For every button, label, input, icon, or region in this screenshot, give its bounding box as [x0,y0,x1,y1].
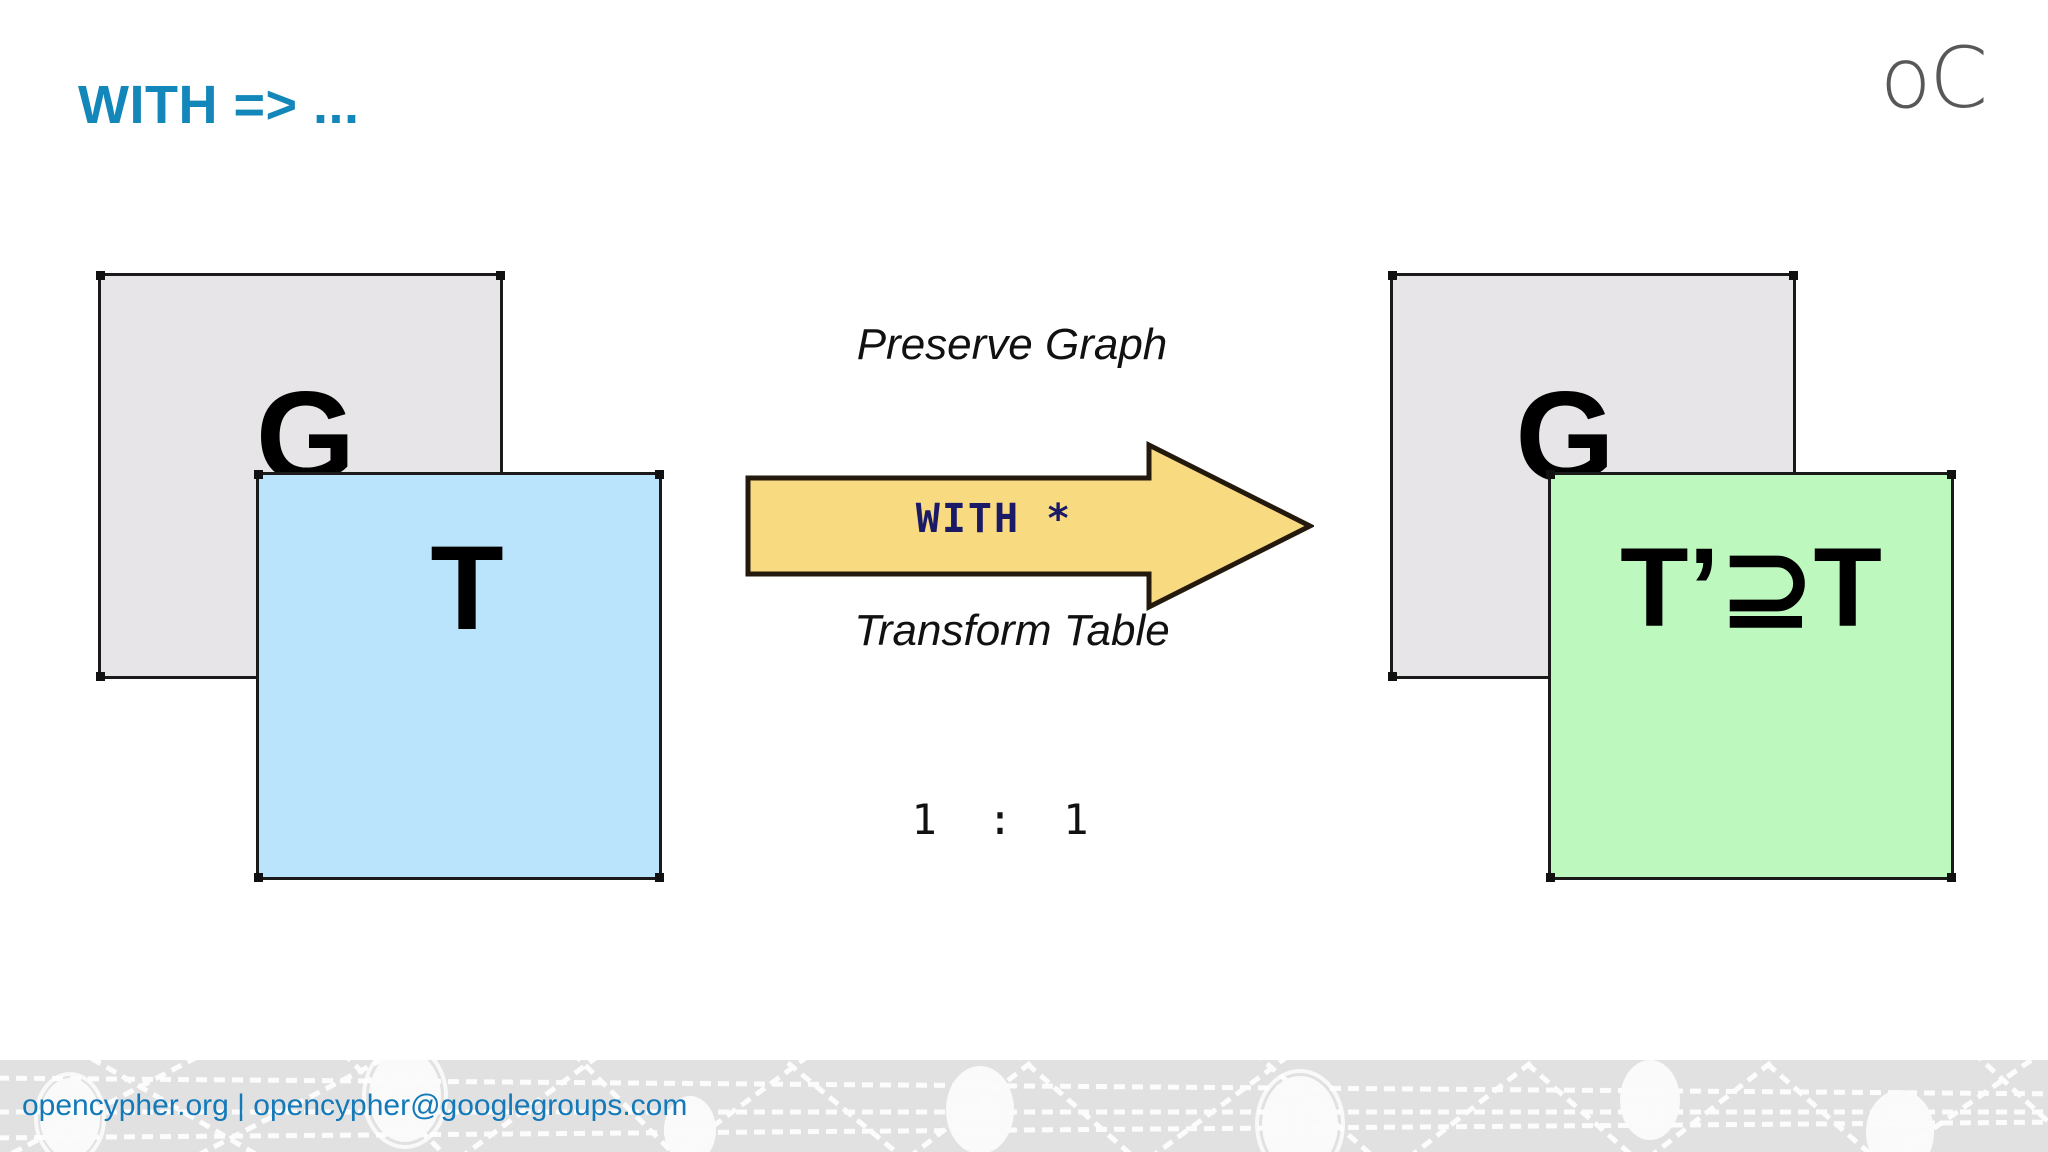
corner-handle-icon [655,470,664,479]
corner-handle-icon [96,271,105,280]
corner-handle-icon [1947,873,1956,882]
transform-arrow [744,440,1314,612]
network-graph-pattern-icon [0,1060,2048,1152]
opencypher-logo: oC [1879,29,1988,127]
right-table-box-label: T’⊇T [1620,525,1882,650]
left-table-box-label: T [430,521,504,655]
annotation-ratio: 1 : 1 [911,795,1089,844]
annotation-above-wrap: Preserve Graph [724,320,1324,370]
footer-contact-link[interactable]: opencypher.org | opencypher@googlegroups… [22,1089,688,1122]
annotation-below-wrap: Transform Table [724,606,1324,656]
arrow-label: WITH * [915,496,1073,542]
corner-handle-icon [655,873,664,882]
corner-handle-icon [1789,271,1798,280]
annotation-preserve-graph: Preserve Graph [856,320,1168,369]
corner-handle-icon [254,470,263,479]
corner-handle-icon [1388,271,1397,280]
left-table-box: T [254,470,664,882]
corner-handle-icon [1388,672,1397,681]
corner-handle-icon [496,271,505,280]
corner-handle-icon [96,672,105,681]
right-table-box: T’⊇T [1546,470,1956,882]
diagram-stage: G T G T’⊇T Preserve Graph [96,271,1956,882]
slide-footer: opencypher.org | opencypher@googlegroups… [0,1060,2048,1152]
corner-handle-icon [254,873,263,882]
corner-handle-icon [1546,873,1555,882]
corner-handle-icon [1546,470,1555,479]
corner-handle-icon [1947,470,1956,479]
arrow-right-icon [745,440,1314,612]
annotation-transform-table: Transform Table [854,606,1170,655]
page-title: WITH => ... [78,75,360,135]
